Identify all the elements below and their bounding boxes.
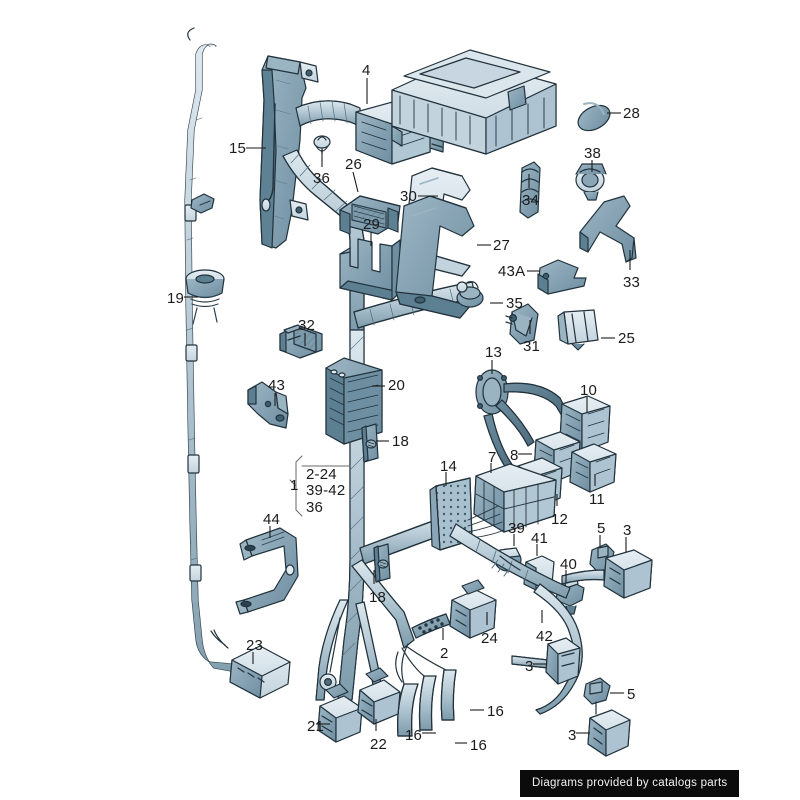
callout-5a: 5 bbox=[597, 520, 606, 537]
callout-7: 7 bbox=[488, 449, 497, 466]
callout-43: 43 bbox=[268, 377, 286, 394]
harness-lower-right bbox=[449, 523, 583, 715]
callout-14: 14 bbox=[440, 458, 458, 475]
callout-16a: 16 bbox=[487, 703, 505, 720]
part-2-boot bbox=[411, 613, 451, 639]
group-1-brace bbox=[289, 455, 351, 517]
part-33-bracket bbox=[579, 195, 637, 263]
part-42-bellows bbox=[491, 555, 521, 577]
callout-2-24: 2-24 bbox=[306, 466, 337, 483]
callout-40: 40 bbox=[560, 556, 578, 573]
part-27-duct bbox=[395, 195, 475, 319]
callout-16b: 16 bbox=[405, 727, 423, 744]
callout-30: 30 bbox=[400, 188, 418, 205]
callout-35: 35 bbox=[506, 295, 524, 312]
eyelet-terminal bbox=[319, 617, 341, 691]
part-18-clip-upper bbox=[361, 423, 379, 463]
part-38-clamp bbox=[575, 163, 607, 201]
callout-2: 2 bbox=[440, 645, 449, 662]
part-31-clip bbox=[505, 303, 539, 345]
callout-34: 34 bbox=[522, 192, 540, 209]
watermark-banner: Diagrams provided by catalogs parts bbox=[520, 770, 740, 797]
connector-22 bbox=[357, 667, 401, 725]
clip-upper-left bbox=[190, 193, 215, 214]
part-15-duct bbox=[259, 55, 319, 249]
part-29-bracket bbox=[339, 238, 401, 301]
callout-43A: 43A bbox=[498, 263, 526, 280]
part-25-cover bbox=[557, 309, 599, 351]
leader-lines bbox=[184, 78, 631, 744]
callout-23: 23 bbox=[246, 637, 264, 654]
part-34-spacer bbox=[519, 161, 541, 219]
callout-38: 38 bbox=[584, 145, 602, 162]
callout-19: 19 bbox=[167, 290, 185, 307]
callout-39-42: 39-42 bbox=[306, 482, 346, 499]
callout-36b: 36 bbox=[306, 499, 324, 516]
callout-22: 22 bbox=[370, 736, 388, 753]
connector-3-mid bbox=[545, 637, 581, 685]
callout-36: 36 bbox=[313, 170, 331, 187]
callout-28: 28 bbox=[623, 105, 641, 122]
callout-32: 32 bbox=[298, 317, 316, 334]
callout-5b: 5 bbox=[627, 686, 636, 703]
part-18-clip-lower bbox=[373, 543, 391, 583]
callout-27: 27 bbox=[493, 237, 511, 254]
callout-41: 41 bbox=[531, 530, 549, 547]
connector-23 bbox=[210, 629, 291, 699]
callout-15: 15 bbox=[229, 140, 247, 157]
callout-3a: 3 bbox=[623, 522, 632, 539]
callout-39: 39 bbox=[508, 520, 526, 537]
callout-21: 21 bbox=[307, 718, 325, 735]
cable-foot bbox=[187, 27, 195, 41]
callout-4: 4 bbox=[362, 62, 371, 79]
callout-26: 26 bbox=[345, 156, 363, 173]
connector-10 bbox=[559, 395, 611, 453]
leader-26 bbox=[352, 171, 359, 193]
callout-13: 13 bbox=[485, 344, 503, 361]
callout-10: 10 bbox=[580, 382, 598, 399]
callout-3c: 3 bbox=[568, 727, 577, 744]
callout-44: 44 bbox=[263, 511, 281, 528]
callout-29: 29 bbox=[363, 216, 381, 233]
connector-21 bbox=[317, 683, 363, 743]
callout-25: 25 bbox=[618, 330, 636, 347]
connector-24 bbox=[449, 579, 497, 639]
callout-18a: 18 bbox=[392, 433, 410, 450]
grommet-19 bbox=[185, 269, 225, 325]
harness-branch-right bbox=[483, 382, 567, 475]
part-7-relay-block bbox=[473, 463, 557, 533]
part-28-cap bbox=[577, 102, 611, 132]
wires-14-to-7 bbox=[467, 505, 505, 539]
callout-42: 42 bbox=[536, 628, 554, 645]
callout-16c: 16 bbox=[470, 737, 488, 754]
part-main-ecu-box bbox=[391, 49, 557, 155]
callout-31: 31 bbox=[523, 338, 541, 355]
connector-3-bottom bbox=[587, 709, 631, 757]
part-long-cable-left bbox=[184, 27, 291, 699]
connector-3-upper bbox=[561, 549, 653, 599]
callout-24: 24 bbox=[481, 630, 499, 647]
connector-11 bbox=[569, 443, 617, 493]
callout-18b: 18 bbox=[369, 589, 387, 606]
part-43A-bracket bbox=[537, 259, 587, 295]
callout-33: 33 bbox=[623, 274, 641, 291]
callout-20: 20 bbox=[388, 377, 406, 394]
callout-1: 1 bbox=[290, 477, 299, 494]
part-44-bracket bbox=[235, 527, 299, 615]
part-16-boots bbox=[395, 643, 457, 737]
part-5-clip-lower bbox=[583, 677, 611, 715]
callout-8: 8 bbox=[510, 447, 519, 464]
part-43-bracket bbox=[247, 381, 289, 429]
part-35-socket bbox=[456, 281, 484, 308]
callout-11: 11 bbox=[589, 491, 605, 508]
callout-12: 12 bbox=[551, 511, 569, 528]
part-26-bracket bbox=[339, 195, 401, 235]
callout-3b: 3 bbox=[525, 658, 534, 675]
